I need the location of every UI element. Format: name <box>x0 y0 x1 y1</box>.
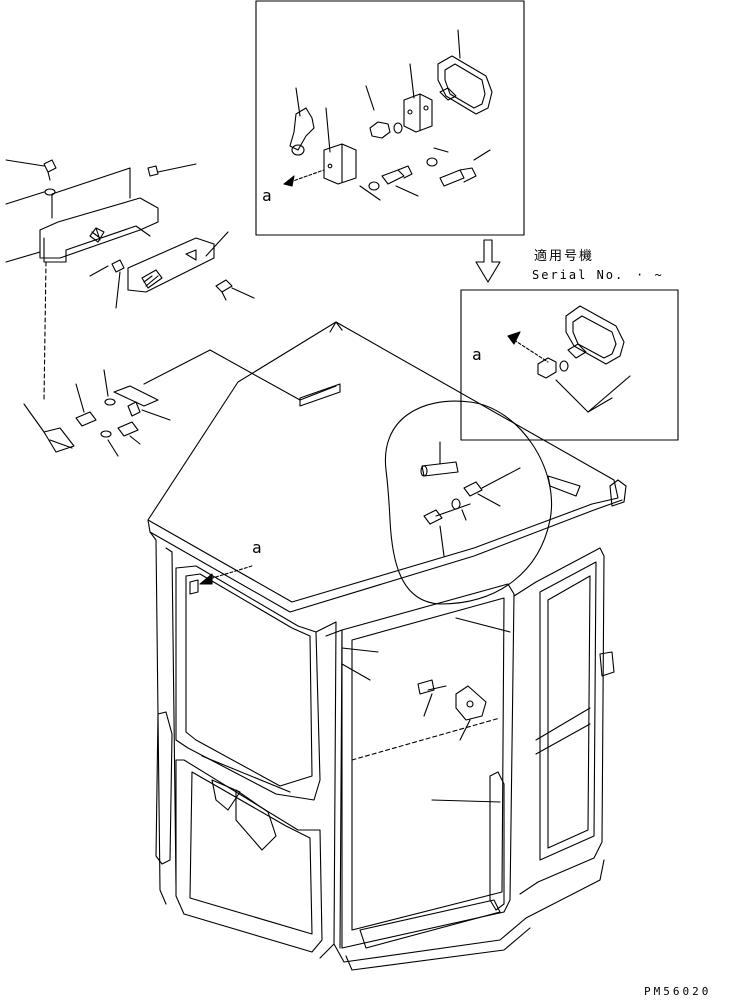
callout-a-detail-top: a <box>262 186 272 205</box>
door-latch-hardware <box>417 679 487 741</box>
work-lamp-detail-top <box>283 29 493 201</box>
figure-code: PM56020 <box>644 985 712 998</box>
lamp-bracket-assembly-left <box>5 159 255 401</box>
serial-range-marks: · ~ <box>636 268 664 282</box>
detail-box-mid <box>460 289 679 441</box>
applicability-label-serial: Serial No. <box>532 268 625 282</box>
operator-cab <box>147 321 627 971</box>
hinge-bracket-assembly-left <box>23 349 337 457</box>
callout-a-detail-mid: a <box>472 345 482 364</box>
detail-box-top <box>255 0 525 236</box>
applicability-label-jp: 適用号機 <box>534 249 595 264</box>
roof-detail-bubble <box>384 400 552 605</box>
down-arrow <box>475 239 501 283</box>
work-lamp-detail-mid <box>507 305 631 413</box>
callout-a-cab-roof: a <box>252 538 262 557</box>
